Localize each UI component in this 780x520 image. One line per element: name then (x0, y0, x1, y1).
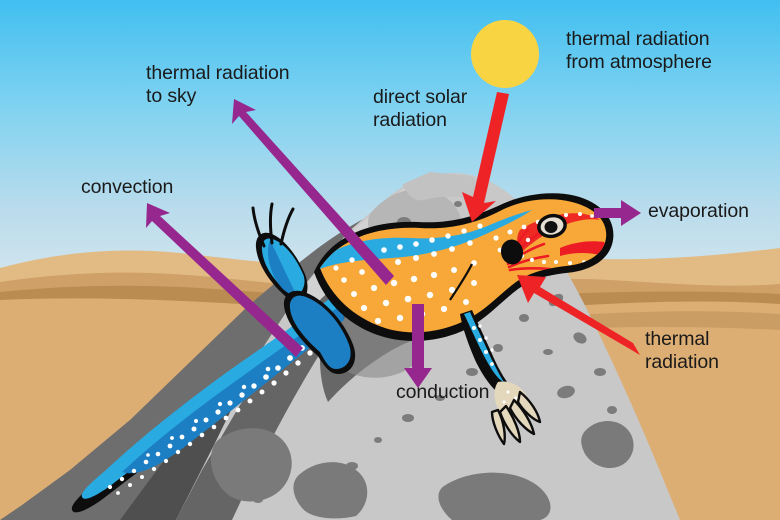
label-thermal-radiation-from-atmosphere: thermal radiation from atmosphere (566, 28, 712, 73)
arrow-direct-solar-radiation (462, 92, 509, 222)
label-thermal-radiation-to-sky: thermal radiation to sky (146, 62, 290, 107)
sun-icon (471, 20, 539, 88)
body-spots (333, 212, 600, 325)
label-conduction: conduction (396, 381, 490, 403)
arrow-thermal-radiation (517, 275, 640, 355)
arrow-evaporation (594, 200, 641, 226)
label-convection: convection (81, 176, 174, 198)
lizard-illustration (71, 193, 614, 513)
arrow-convection (146, 203, 303, 357)
arrow-thermal-radiation-to-sky (232, 99, 394, 285)
label-evaporation: evaporation (648, 200, 749, 222)
label-thermal-radiation: thermal radiation (645, 328, 719, 373)
arrow-conduction (404, 304, 432, 388)
label-direct-solar-radiation: direct solar radiation (373, 86, 468, 131)
lizard-ear (500, 239, 524, 265)
lizard-eye (537, 213, 567, 239)
